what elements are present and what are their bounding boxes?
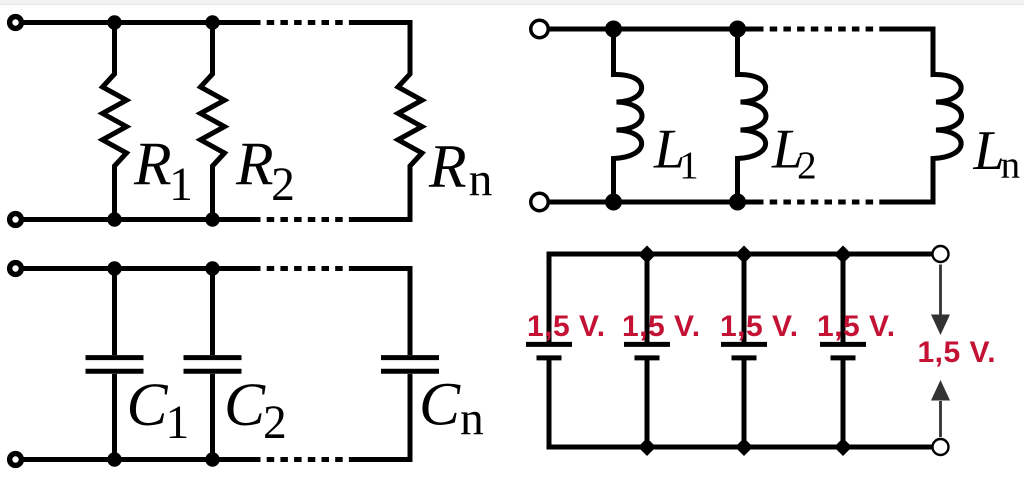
node-diamond xyxy=(834,438,852,456)
label-cn: Cn xyxy=(419,371,484,446)
junction-dot xyxy=(205,261,220,276)
label-ln: Ln xyxy=(973,120,1021,187)
component-letter: R xyxy=(235,130,274,198)
component-letter: R xyxy=(428,133,467,201)
component-letter: L xyxy=(653,119,685,181)
component-letter: L xyxy=(771,119,803,181)
inductor-l1-branch xyxy=(611,29,645,202)
component-subscript: 2 xyxy=(797,144,817,187)
label-rn: Rn xyxy=(428,133,493,207)
label-l2: L2 xyxy=(771,119,817,188)
resistor-r2-branch xyxy=(195,22,230,220)
component-letter: L xyxy=(973,120,1005,182)
junction-dot xyxy=(107,15,122,30)
component-subscript: 1 xyxy=(166,397,190,449)
battery-cell4-symbol xyxy=(820,341,866,361)
junction-dot xyxy=(107,212,122,227)
inductor-terminal-top xyxy=(529,18,550,40)
battery-output-voltage-label: 1,5 V. xyxy=(918,336,997,369)
label-r1: R1 xyxy=(133,130,193,211)
battery-network-schematic: 1,5 V. 1,5 V. 1,5 V. 1,5 V. 1,5 V. xyxy=(526,244,997,457)
junction-dot xyxy=(605,20,622,38)
top-border-strip xyxy=(0,0,1024,5)
node-diamond xyxy=(735,438,753,456)
inductor-ln-branch xyxy=(884,26,964,205)
node-diamond xyxy=(638,245,656,264)
inductor-terminal-bottom xyxy=(529,191,550,213)
component-subscript: 2 xyxy=(263,397,287,449)
resistor-network-schematic: R1 R2 Rn xyxy=(6,13,493,229)
voltage-arrow-up xyxy=(931,380,950,437)
component-subscript: 2 xyxy=(271,159,295,211)
junction-dot xyxy=(107,261,122,276)
battery-cell2-voltage-label: 1,5 V. xyxy=(622,310,701,343)
battery-terminal-bottom xyxy=(931,437,950,457)
junction-dot xyxy=(729,20,746,38)
battery-terminal-top xyxy=(931,244,950,264)
component-letter: C xyxy=(419,371,461,439)
junction-dot xyxy=(107,452,122,467)
inductor-l2-branch xyxy=(735,29,769,202)
label-c2: C2 xyxy=(224,371,287,449)
battery-top-rail xyxy=(546,251,933,343)
battery-cell2-symbol xyxy=(624,341,670,361)
component-subscript: 1 xyxy=(169,159,193,211)
resistor-rn-branch xyxy=(353,20,428,222)
junction-dot xyxy=(205,212,220,227)
voltage-arrow-down xyxy=(931,264,950,335)
battery-cell1-symbol xyxy=(526,341,572,361)
resistor-r1-branch xyxy=(97,22,132,220)
junction-dot xyxy=(605,193,622,211)
junction-dot xyxy=(205,15,220,30)
resistor-terminal-bottom xyxy=(6,210,25,229)
battery-cell1-voltage-label: 1,5 V. xyxy=(527,310,606,343)
component-subscript: n xyxy=(469,155,493,207)
capacitor-terminal-top xyxy=(6,259,25,278)
node-diamond xyxy=(735,245,753,264)
capacitor-cn-bottom-lead xyxy=(353,373,413,462)
capacitor-terminal-bottom xyxy=(6,450,25,469)
component-subscript: n xyxy=(1001,144,1021,187)
label-r2: R2 xyxy=(235,130,295,211)
inductor-network-schematic: L1 L2 Ln xyxy=(529,18,1021,213)
component-letter: C xyxy=(224,371,266,439)
battery-cell4-voltage-label: 1,5 V. xyxy=(817,310,896,343)
component-letter: R xyxy=(133,130,172,198)
label-l1: L1 xyxy=(653,119,699,188)
capacitor-cn-top-lead xyxy=(353,266,413,355)
node-diamond xyxy=(834,245,852,264)
junction-dot xyxy=(729,193,746,211)
battery-bottom-rail xyxy=(546,359,933,450)
battery-cell3-voltage-label: 1,5 V. xyxy=(720,310,799,343)
battery-cell3-symbol xyxy=(721,341,767,361)
component-subscript: 1 xyxy=(679,144,699,187)
capacitor-network-schematic: C1 C2 Cn xyxy=(6,259,484,469)
component-letter: C xyxy=(127,371,169,439)
component-subscript: n xyxy=(460,394,484,446)
node-diamond xyxy=(638,438,656,456)
junction-dot xyxy=(205,452,220,467)
label-c1: C1 xyxy=(127,371,190,449)
resistor-terminal-top xyxy=(6,13,25,32)
